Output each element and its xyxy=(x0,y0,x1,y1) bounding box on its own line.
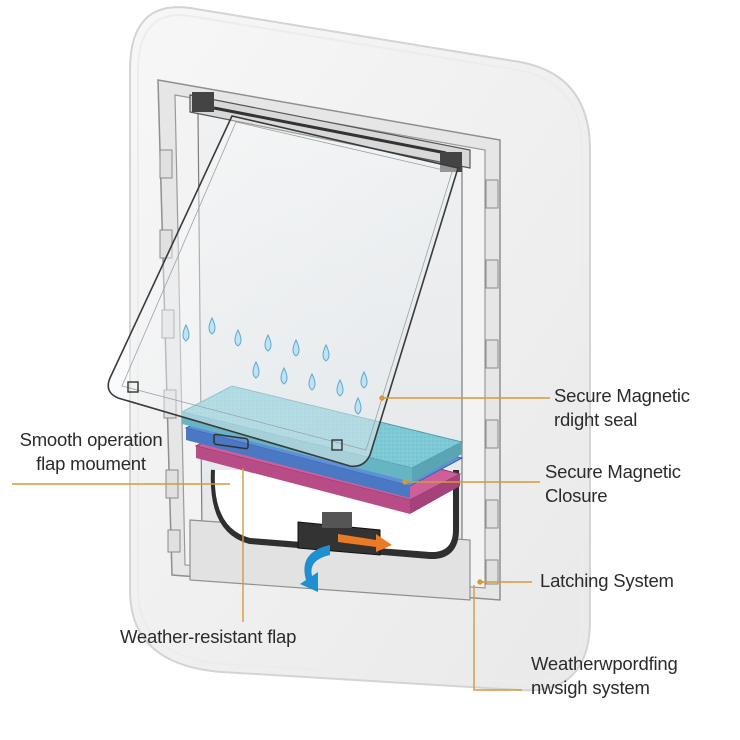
direction-arrow-icon xyxy=(338,534,392,552)
label-weatherproofing: Weatherwpordfing nwsigh system xyxy=(531,653,678,698)
label-smooth-operation: Smooth operation flap moument xyxy=(19,429,163,474)
rotation-arrow-icon xyxy=(300,545,330,592)
water-droplet-icon xyxy=(182,316,368,415)
leader-lines xyxy=(12,395,550,691)
label-magnetic-closure: Secure Magnetic Closure xyxy=(545,461,681,506)
left-hinge-block xyxy=(192,92,214,112)
transparent-flap xyxy=(107,115,460,468)
label-magnetic-seal: Secure Magnetic rdight seal xyxy=(554,385,690,430)
label-latching-system: Latching System xyxy=(540,570,674,591)
label-weather-resistant-flap: Weather-resistant flap xyxy=(120,626,297,647)
